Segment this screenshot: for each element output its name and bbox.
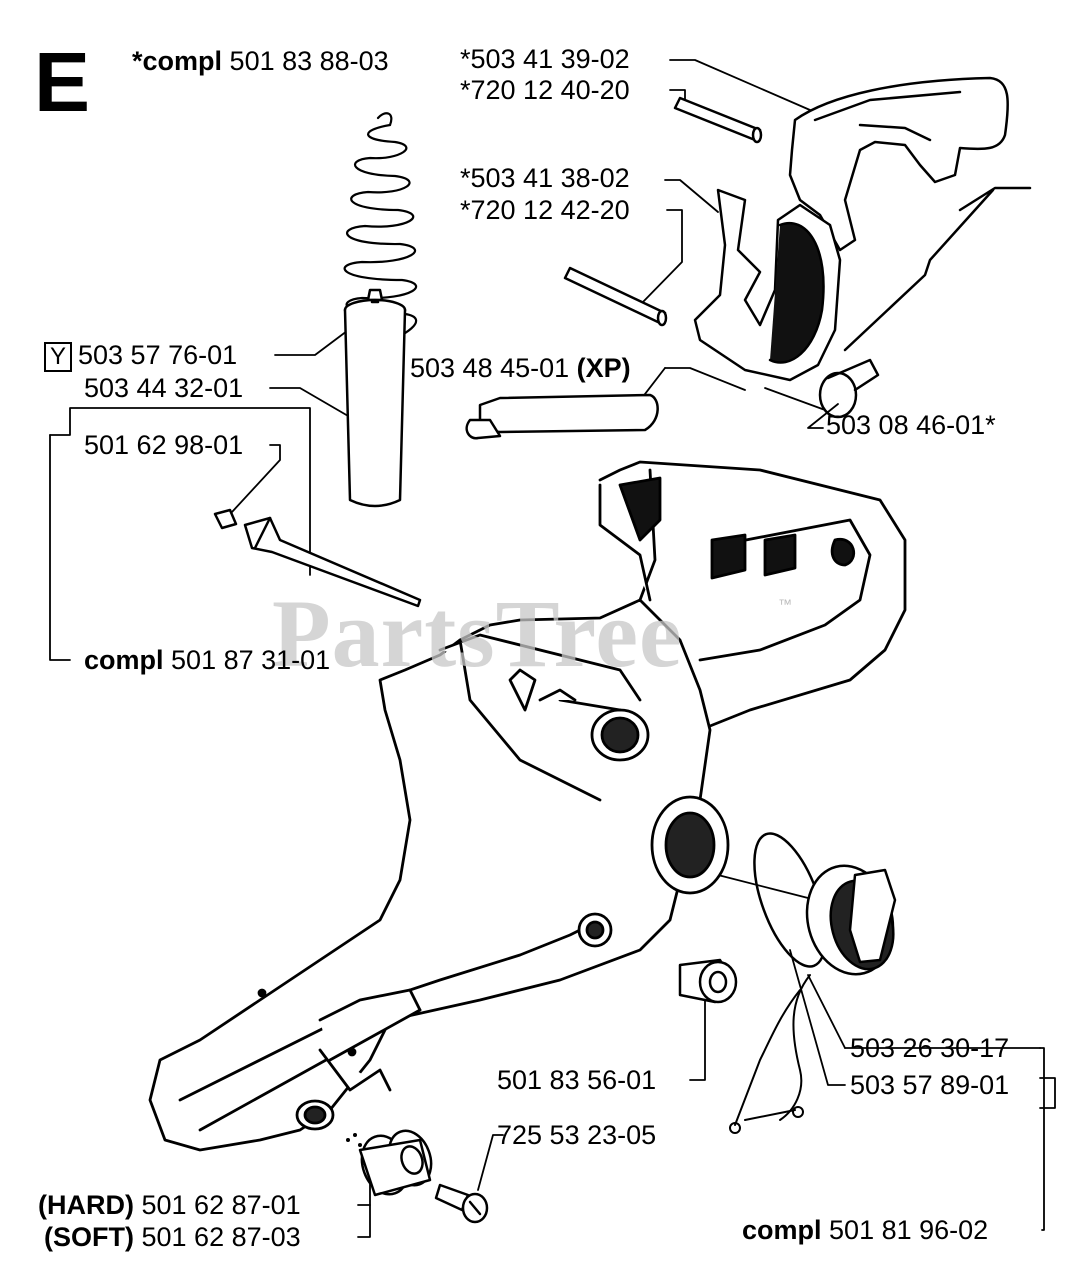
fuel-filter [343, 288, 407, 508]
label-part-503-44-32-01: 503 44 32-01 [84, 373, 244, 403]
watermark-trademark: ™ [778, 596, 792, 612]
oil-plug [678, 958, 738, 1004]
throttle-trigger [693, 188, 842, 382]
part-number: 501 83 88-03 [229, 46, 389, 76]
crankcase [148, 460, 907, 1152]
label-part-501-62-87-03: (SOFT) 501 62 87-03 [44, 1222, 301, 1252]
label-compl-mid: compl 501 87 31-01 [84, 645, 330, 675]
part-number: 501 62 87-03 [141, 1222, 301, 1252]
watermark: PartsTree [272, 580, 683, 687]
label-part-503-48-45-01: 503 48 45-01 (XP) [410, 353, 631, 383]
label-prefix: (SOFT) [44, 1222, 134, 1252]
part-number: 501 81 96-02 [829, 1215, 989, 1245]
section-letter: E [34, 35, 91, 129]
label-compl-bottom: compl 501 81 96-02 [742, 1215, 988, 1245]
pin-upper [673, 96, 763, 144]
label-part-503-57-89-01: 503 57 89-01 [850, 1070, 1010, 1100]
label-part-720-12-40-20: *720 12 40-20 [460, 75, 630, 105]
part-number: 503 48 45-01 [410, 353, 570, 383]
label-part-501-62-98-01: 501 62 98-01 [84, 430, 244, 460]
label-compl-top: *compl 501 83 88-03 [132, 46, 389, 76]
label-part-503-41-39-02: *503 41 39-02 [460, 44, 630, 74]
label-prefix: (HARD) [38, 1190, 134, 1220]
leader-lines [49, 59, 1056, 1238]
spring-clip [818, 358, 880, 419]
label-part-720-12-42-20: *720 12 42-20 [460, 195, 630, 225]
label-prefix: compl [742, 1215, 822, 1245]
av-buffer [358, 1129, 433, 1197]
label-suffix: (XP) [576, 353, 631, 383]
pin-lower [563, 266, 668, 327]
handle-outline [843, 186, 1032, 352]
label-prefix: *compl [132, 46, 223, 76]
part-number: 501 62 87-01 [141, 1190, 301, 1220]
part-number: 501 87 31-01 [171, 645, 331, 675]
screw [434, 1183, 489, 1224]
chain-guide-plate [465, 393, 659, 440]
label-prefix: compl [84, 645, 164, 675]
part-number: 503 57 76-01 [78, 340, 238, 370]
kit-badge: Y [44, 341, 72, 372]
label-part-501-62-87-01: (HARD) 501 62 87-01 [38, 1190, 301, 1220]
oil-pump-parts [213, 508, 422, 608]
dust-dots [346, 1133, 362, 1147]
label-part-501-83-56-01: 501 83 56-01 [497, 1065, 657, 1095]
throttle-lockout [788, 76, 1010, 252]
cap-strap [729, 974, 811, 1134]
oil-cap [805, 864, 897, 976]
label-part-503-26-30-17: 503 26 30-17 [850, 1033, 1010, 1063]
label-part-503-08-46-01: 503 08 46-01* [826, 410, 996, 440]
label-part-503-41-38-02: *503 41 38-02 [460, 163, 630, 193]
label-part-725-53-23-05: 725 53 23-05 [497, 1120, 657, 1150]
